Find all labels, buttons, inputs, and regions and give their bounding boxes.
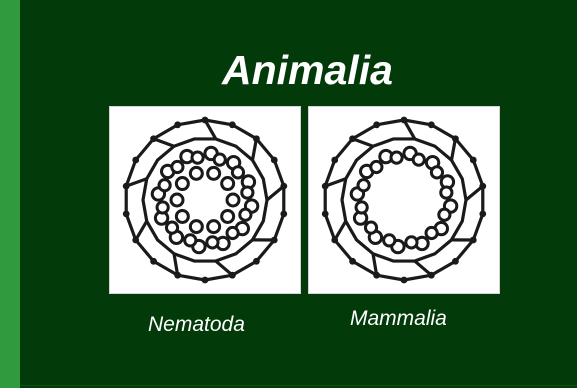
central-loop: [190, 167, 202, 179]
ring-node: [401, 117, 408, 124]
ring-node: [132, 237, 139, 244]
peripheral-loop: [227, 227, 238, 238]
peripheral-loop: [365, 222, 376, 233]
ring-node: [229, 121, 236, 128]
peripheral-loop: [413, 154, 424, 165]
ring-node: [428, 272, 435, 279]
central-loop: [227, 194, 239, 206]
peripheral-loop: [431, 167, 442, 178]
central-loop: [208, 167, 220, 179]
central-loop: [222, 178, 234, 190]
ring-node: [470, 157, 477, 164]
mammalia-caption: Mammalia: [350, 306, 447, 332]
ring-nodes: [123, 117, 287, 284]
peripheral-loop: [406, 237, 417, 248]
ring-node: [202, 277, 209, 284]
ring-node: [271, 157, 278, 164]
slide-title: Animalia: [222, 44, 432, 96]
nematoda-caption: Nematoda: [148, 312, 245, 338]
ring-node: [331, 157, 338, 164]
peripheral-loop: [242, 187, 253, 198]
ring-node: [280, 210, 287, 217]
ring-node: [470, 237, 477, 244]
central-loop: [176, 210, 188, 222]
ring-node: [280, 183, 287, 190]
central-loop: [171, 194, 183, 206]
ring-node: [150, 135, 157, 142]
mammalia-ring-diagram: [309, 107, 499, 293]
ring-node: [123, 183, 130, 190]
mammalia-image-panel: [308, 106, 500, 294]
central-loop: [208, 221, 220, 233]
ring-loops: [152, 147, 258, 253]
ring-structure: [126, 120, 284, 280]
ring-node: [479, 210, 486, 217]
ring-node: [373, 121, 380, 128]
central-loop: [222, 210, 234, 222]
peripheral-loop: [214, 154, 225, 165]
central-loop: [176, 178, 188, 190]
ring-node: [479, 183, 486, 190]
ring-node: [349, 258, 356, 265]
nematoda-ring-diagram: [110, 107, 300, 293]
peripheral-loop: [384, 235, 395, 246]
peripheral-loop: [426, 227, 437, 238]
nematoda-image-panel: [109, 106, 301, 294]
ring-node: [322, 183, 329, 190]
bottom-divider: [20, 385, 577, 386]
peripheral-loop: [157, 202, 168, 213]
peripheral-loop: [172, 161, 183, 172]
peripheral-loop: [356, 202, 367, 213]
ring-node: [428, 121, 435, 128]
ring-node: [132, 157, 139, 164]
peripheral-loop: [159, 180, 170, 191]
ring-nodes: [322, 117, 486, 284]
central-loop: [190, 221, 202, 233]
ring-node: [452, 135, 459, 142]
ring-node: [401, 277, 408, 284]
ring-node: [253, 258, 260, 265]
peripheral-loop: [192, 152, 203, 163]
ring-node: [174, 121, 181, 128]
ring-node: [174, 272, 181, 279]
ring-node: [322, 210, 329, 217]
peripheral-loop: [166, 222, 177, 233]
ring-loops: [351, 147, 457, 253]
outer-ring: [126, 120, 284, 280]
ring-node: [373, 272, 380, 279]
outer-ring: [325, 120, 483, 280]
peripheral-loop: [185, 235, 196, 246]
left-accent-bar: [0, 0, 20, 388]
peripheral-loop: [371, 161, 382, 172]
ring-node: [349, 135, 356, 142]
peripheral-loop: [441, 187, 452, 198]
ring-node: [150, 258, 157, 265]
peripheral-loop: [391, 152, 402, 163]
ring-node: [271, 237, 278, 244]
ring-node: [123, 210, 130, 217]
ring-node: [229, 272, 236, 279]
peripheral-loop: [232, 167, 243, 178]
ring-node: [452, 258, 459, 265]
peripheral-loop: [207, 237, 218, 248]
ring-node: [331, 237, 338, 244]
peripheral-loop: [240, 209, 251, 220]
ring-node: [253, 135, 260, 142]
peripheral-loop: [439, 209, 450, 220]
ring-structure: [325, 120, 483, 280]
ring-node: [202, 117, 209, 124]
peripheral-loop: [358, 180, 369, 191]
